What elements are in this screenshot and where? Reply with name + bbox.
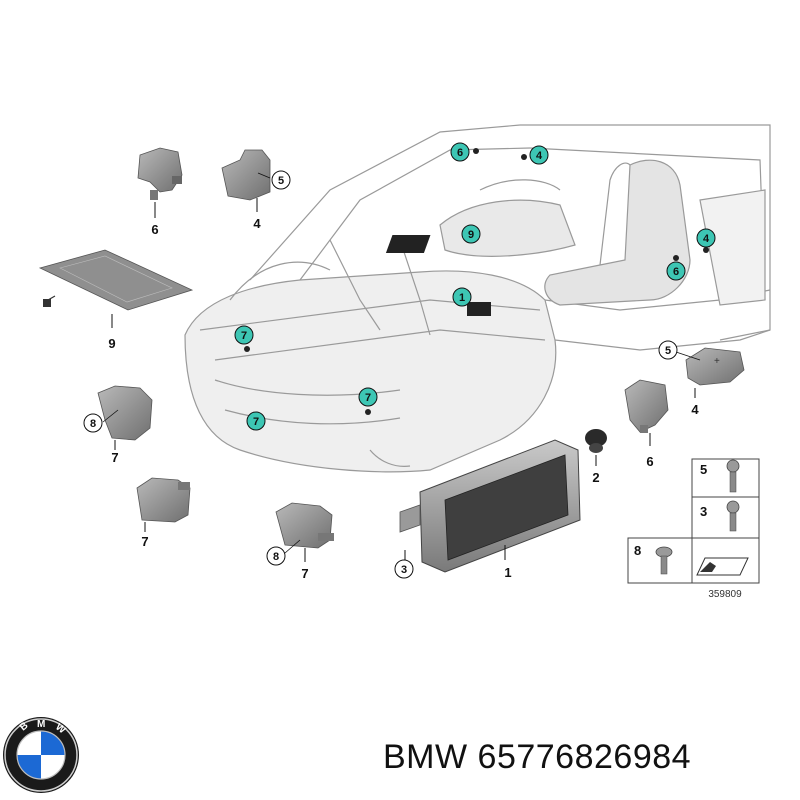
svg-text:9: 9 [468,229,474,241]
installed-sensor-7a [244,346,250,352]
part-6-sensor-right: 6 [624,379,669,469]
callout-6-right: 6 [666,261,686,281]
installed-sensor-6b [673,255,679,261]
part-4-bracket-right: + 5 4 [658,340,745,417]
installed-module-9 [385,235,431,253]
part-9-seat-mat: 9 [38,249,194,351]
svg-text:4: 4 [703,233,710,245]
teal-callouts: 6 4 9 4 6 1 7 7 7 [234,142,716,431]
car-body-frame [184,124,771,473]
svg-text:5: 5 [665,345,671,357]
legend-row-8: 8 [634,543,749,576]
installed-sensor-6a [473,148,479,154]
part-2-grommet: 2 [585,429,607,485]
brand-name: BMW [383,738,468,776]
installed-sensor-7b [365,409,371,415]
svg-text:7: 7 [141,534,148,549]
svg-text:5: 5 [278,175,284,187]
part-7-sensor-left: 8 7 [83,385,153,465]
bmw-logo: B M W [3,717,79,793]
svg-text:3: 3 [700,504,707,519]
svg-text:4: 4 [691,402,699,417]
diagram-number: 359809 [708,589,742,600]
arrow-symbol-icon [696,557,749,576]
installed-unit-1 [467,302,491,316]
svg-text:2: 2 [592,470,599,485]
part-6-sensor-topleft: 6 [137,147,183,237]
svg-text:M: M [37,719,45,730]
svg-text:6: 6 [646,454,653,469]
callout-9: 9 [461,224,481,244]
svg-text:6: 6 [457,147,463,159]
svg-text:3: 3 [401,564,407,576]
callout-4-top: 4 [529,145,549,165]
svg-text:7: 7 [111,450,118,465]
installed-sensor-4b [703,247,709,253]
part-7-sensor-bottom: 8 7 [266,502,334,581]
part-1-control-unit: 3 1 [394,439,581,580]
callout-7-left: 7 [234,325,254,345]
svg-text:6: 6 [673,266,679,278]
svg-text:7: 7 [365,392,371,404]
svg-text:4: 4 [253,216,261,231]
svg-text:7: 7 [253,416,259,428]
svg-text:8: 8 [273,551,279,563]
svg-text:6: 6 [151,222,158,237]
callout-1: 1 [452,287,472,307]
svg-text:1: 1 [459,292,465,304]
legend-row-5: 5 [700,459,740,493]
svg-text:9: 9 [108,336,115,351]
callout-4-right: 4 [696,228,716,248]
part-number: 65776826984 [477,738,692,776]
installed-sensor-4a [521,154,527,160]
part-7-sensor-lower: 7 [136,477,191,549]
callout-7-bumper: 7 [246,411,266,431]
svg-text:7: 7 [241,330,247,342]
part-4-bracket-top: 5 4 [221,149,291,231]
svg-text:+: + [714,356,720,367]
callout-6-top: 6 [450,142,470,162]
svg-text:4: 4 [536,150,543,162]
svg-text:7: 7 [301,566,308,581]
fastener-legend: 5 3 8 359809 [627,458,760,600]
callout-7-mid: 7 [358,387,378,407]
part-caption: BMW 65776826984 [383,738,691,777]
svg-text:1: 1 [504,565,511,580]
svg-text:8: 8 [90,418,96,430]
svg-text:8: 8 [634,543,641,558]
svg-text:5: 5 [700,462,707,477]
legend-row-3: 3 [700,500,740,532]
